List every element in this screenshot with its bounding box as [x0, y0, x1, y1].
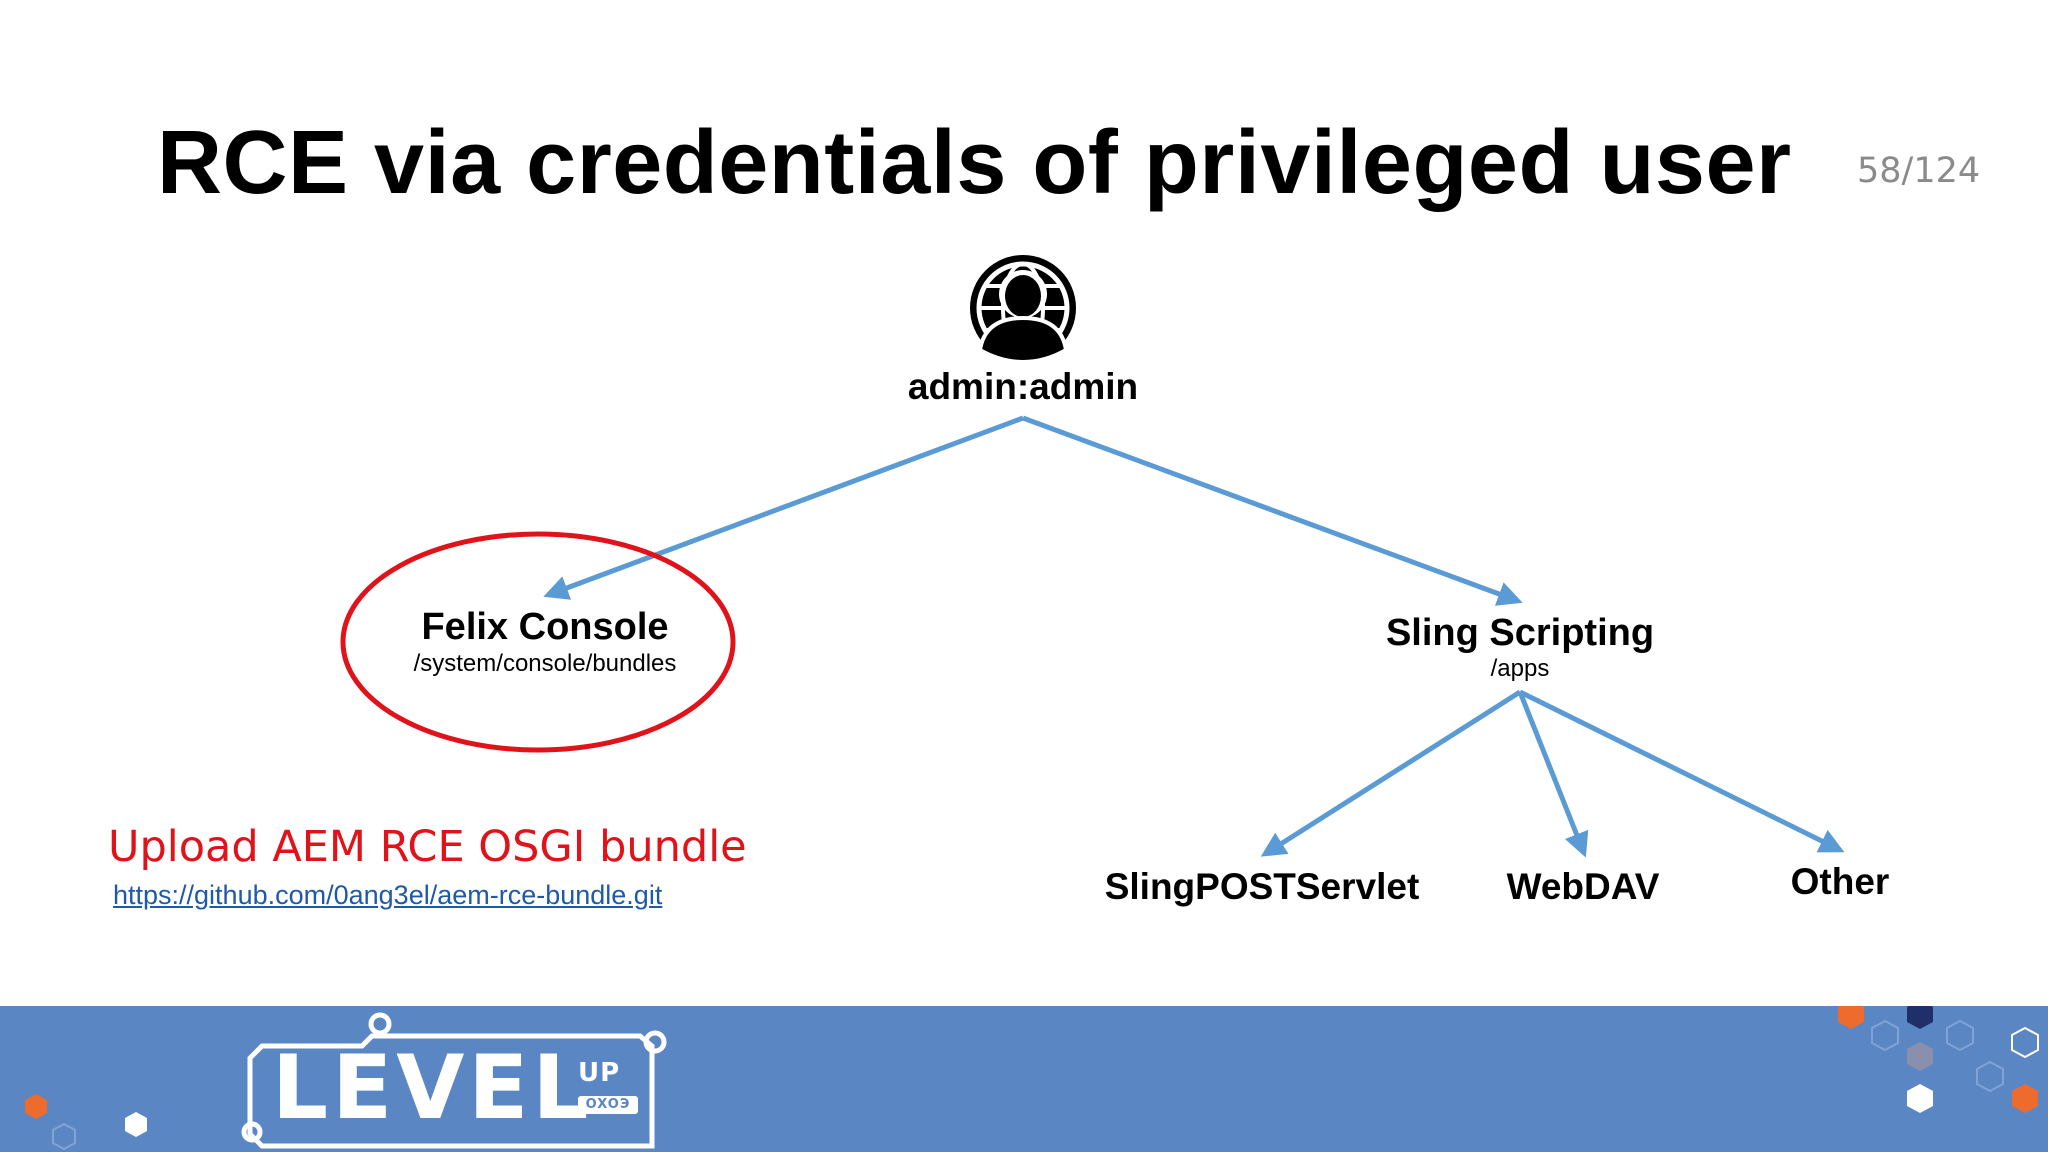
hexagon-icon [25, 1094, 47, 1119]
user-globe-icon [970, 255, 1076, 365]
footer-decoration [25, 1006, 2039, 1151]
hexagon-icon [1907, 1042, 1933, 1071]
felix-highlight-ellipse [340, 531, 736, 753]
footer-banner: LEVEL UP OXOЭ [0, 1006, 2048, 1152]
connector-root-sling [1022, 415, 1523, 606]
felix-console-path: /system/console/bundles [413, 650, 677, 677]
connector-sling-post [1260, 689, 1522, 857]
hexagon-icon [1871, 1019, 1899, 1052]
logo-sub-text: OXOЭ [578, 1096, 638, 1114]
page-counter: 58/124 [1857, 151, 1981, 191]
hexagon-icon [1838, 1006, 1864, 1029]
hexagon-icon [1907, 1006, 1933, 1029]
hexagon-icon [2012, 1084, 2038, 1113]
root-node-label: admin:admin [907, 366, 1139, 407]
felix-console-title: Felix Console [421, 606, 669, 648]
github-link[interactable]: https://github.com/0ang3el/aem-rce-bundl… [113, 880, 663, 910]
diagram [340, 255, 1845, 858]
slide-title: RCE via credentials of privileged user [157, 113, 1792, 213]
hexagon-icon [2011, 1026, 2039, 1059]
connector-sling-other [1518, 689, 1845, 853]
hexagon-icon [1946, 1019, 1974, 1052]
hexagon-icon [1907, 1084, 1933, 1113]
upload-note: Upload AEM RCE OSGI bundle [108, 822, 747, 872]
hexagon-icon [125, 1112, 147, 1137]
sling-scripting-title: Sling Scripting [1385, 612, 1655, 654]
logo-up-text: UP [578, 1058, 621, 1088]
sling-scripting-path: /apps [1490, 655, 1550, 682]
hexagon-icon [1976, 1060, 2004, 1093]
levelup-logo [241, 1012, 667, 1149]
connector-root-felix [543, 415, 1024, 600]
logo-level-text: LEVEL [272, 1036, 593, 1139]
connector-sling-webdav [1517, 691, 1589, 858]
leaf-webdav: WebDAV [1506, 866, 1660, 907]
hexagon-icon [52, 1122, 76, 1151]
leaf-other: Other [1790, 861, 1890, 902]
leaf-sling-post-servlet: SlingPOSTServlet [1104, 866, 1420, 907]
